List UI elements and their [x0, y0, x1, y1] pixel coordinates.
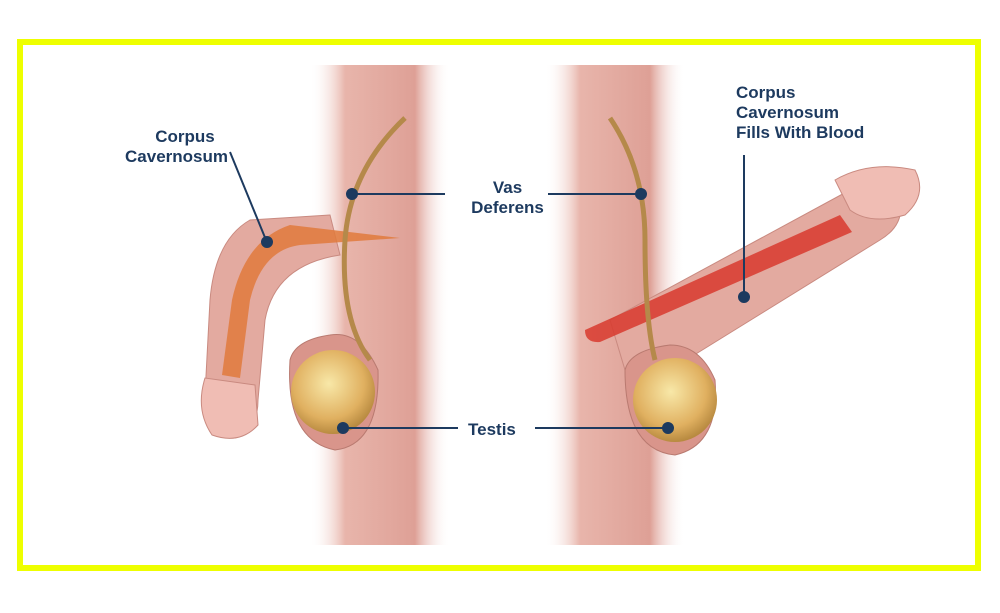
- label-corpus-cavernosum-filled: Corpus Cavernosum Fills With Blood: [736, 83, 864, 143]
- flaccid-figure: [200, 65, 450, 545]
- label-line: Corpus: [736, 83, 796, 102]
- left-vas-deferens: [341, 116, 407, 362]
- label-corpus-cavernosum-flaccid: Corpus Cavernosum: [125, 127, 230, 167]
- label-line: Corpus: [155, 127, 215, 146]
- label-line: Deferens: [471, 198, 544, 217]
- left-glans: [200, 377, 259, 439]
- leader-lines: [229, 151, 750, 434]
- right-vas-deferens: [607, 116, 658, 361]
- label-line: Vas: [492, 178, 523, 197]
- erect-figure: [545, 65, 921, 545]
- left-torso: [310, 65, 450, 545]
- label-testis: Testis: [468, 420, 516, 439]
- label-line: Fills With Blood: [736, 123, 865, 142]
- right-glans: [834, 166, 921, 220]
- right-testis: [633, 358, 717, 442]
- diagram-frame: [17, 39, 981, 571]
- right-corpus-cavernosum: [585, 215, 852, 343]
- label-vas-deferens: Vas Deferens: [460, 178, 555, 218]
- label-line: Cavernosum: [125, 147, 228, 166]
- label-line: Cavernosum: [736, 103, 839, 122]
- left-testis: [291, 350, 375, 434]
- left-corpus-cavernosum: [222, 225, 400, 378]
